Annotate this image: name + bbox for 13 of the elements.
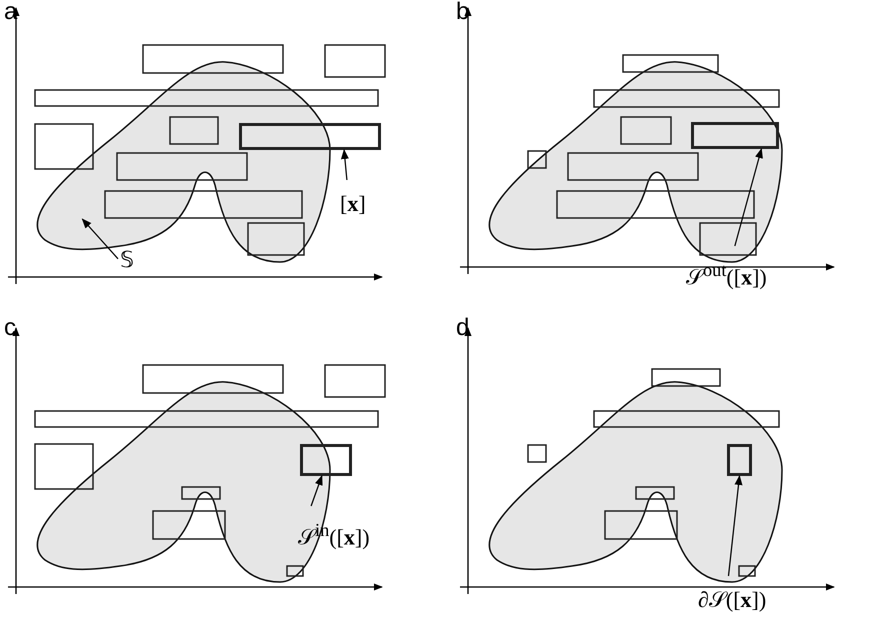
interval-box	[691, 122, 779, 149]
panel-letter: c	[4, 316, 16, 340]
math-label: [x]	[338, 180, 368, 218]
leader-line	[734, 148, 763, 246]
math-label: 𝕊	[118, 236, 136, 274]
leader-line	[82, 218, 118, 260]
leader-line	[728, 475, 742, 576]
math-label: ∂𝒮([x])	[696, 576, 768, 614]
leader-line	[340, 149, 349, 180]
interval-box	[300, 444, 352, 476]
interval-box	[727, 444, 752, 476]
interval-box	[239, 123, 381, 150]
leader-line	[310, 475, 323, 506]
